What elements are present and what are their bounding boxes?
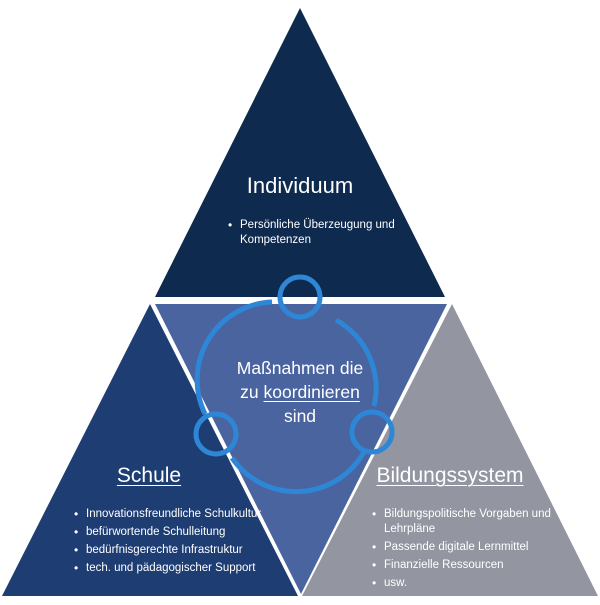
- left-title: Schule: [116, 464, 182, 487]
- right-title: Bildungssystem: [376, 464, 524, 487]
- left-triangle: [2, 304, 298, 596]
- center-line-2: zu koordinieren: [200, 380, 400, 404]
- list-item: bedürfnisgerechte Infrastruktur: [74, 543, 264, 558]
- list-item: Bildungspolitische Vorgaben und Lehrplän…: [372, 507, 557, 537]
- list-item: usw.: [372, 576, 557, 591]
- list-item: Innovationsfreundliche Schulkultur: [74, 507, 264, 522]
- list-item: befürwortende Schulleitung: [74, 525, 264, 540]
- list-item: tech. und pädagogischer Support: [74, 561, 264, 576]
- center-emphasis: koordinieren: [263, 382, 360, 402]
- top-title: Individuum: [246, 173, 354, 198]
- list-item: Finanzielle Ressourcen: [372, 558, 557, 573]
- top-triangle: [155, 8, 445, 297]
- list-item: Passende digitale Lernmittel: [372, 540, 557, 555]
- center-line-3: sind: [283, 406, 317, 426]
- left-list: Innovationsfreundliche Schulkultur befür…: [74, 507, 264, 576]
- center-line-1: Maßnahmen die: [236, 358, 364, 378]
- list-item: Persönliche Überzeugung und Kompetenzen: [228, 218, 398, 248]
- center-text: Maßnahmen die zu koordinieren sind: [200, 356, 400, 428]
- right-list: Bildungspolitische Vorgaben und Lehrplän…: [372, 507, 557, 591]
- cycle-rings-icon: [193, 274, 395, 495]
- top-list: Persönliche Überzeugung und Kompetenzen: [228, 218, 398, 248]
- center-line-2-prefix: zu: [240, 382, 264, 402]
